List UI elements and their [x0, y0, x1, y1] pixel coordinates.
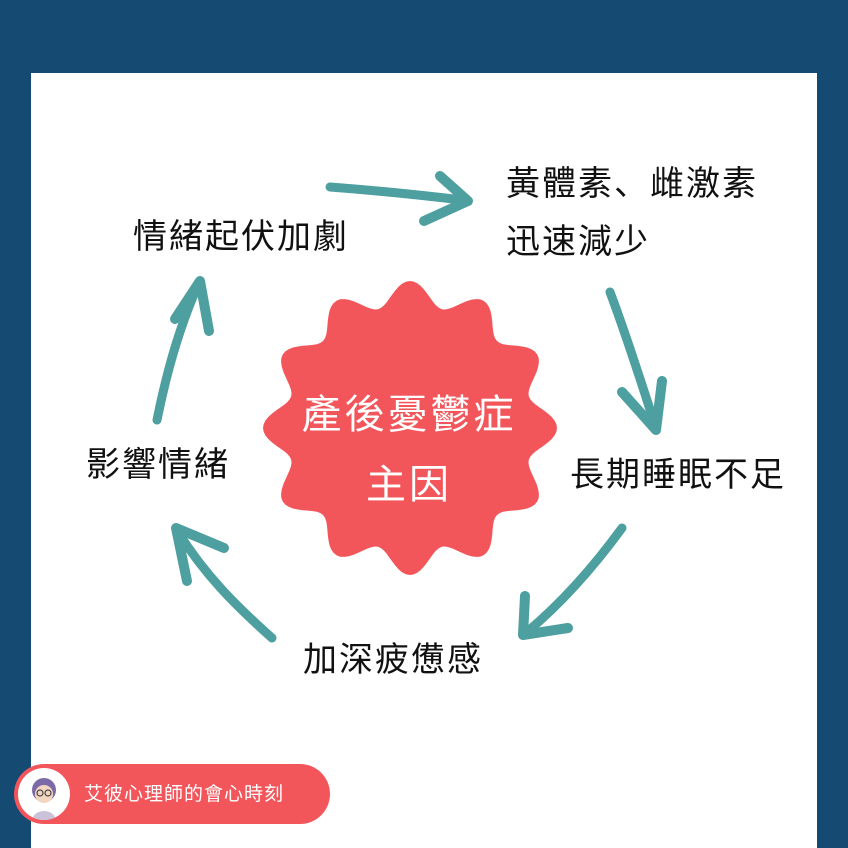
node-fatigue: 加深疲憊感 — [303, 640, 483, 680]
footer-label: 艾彼心理師的會心時刻 — [84, 783, 285, 805]
node-hormone-line2: 迅速減少 — [506, 222, 650, 262]
footer-badge[interactable]: 艾彼心理師的會心時刻 — [14, 764, 330, 824]
arrow-hormone-to-sleep — [605, 287, 667, 435]
arrow-sleep-to-fatigue — [518, 523, 627, 640]
arrow-affect-to-mood — [152, 276, 214, 425]
node-affect: 影響情緒 — [86, 445, 230, 485]
center-subtitle: 主因 — [366, 462, 452, 508]
center-title: 產後憂鬱症 — [301, 392, 517, 438]
avatar-icon — [18, 768, 70, 820]
node-hormone-line1: 黃體素、雌激素 — [506, 164, 758, 204]
node-mood: 情緒起伏加劇 — [133, 217, 349, 257]
arrow-mood-to-hormone — [325, 171, 473, 226]
center-badge — [263, 281, 557, 575]
node-sleep: 長期睡眠不足 — [570, 455, 786, 495]
arrow-fatigue-to-affect — [171, 523, 277, 643]
